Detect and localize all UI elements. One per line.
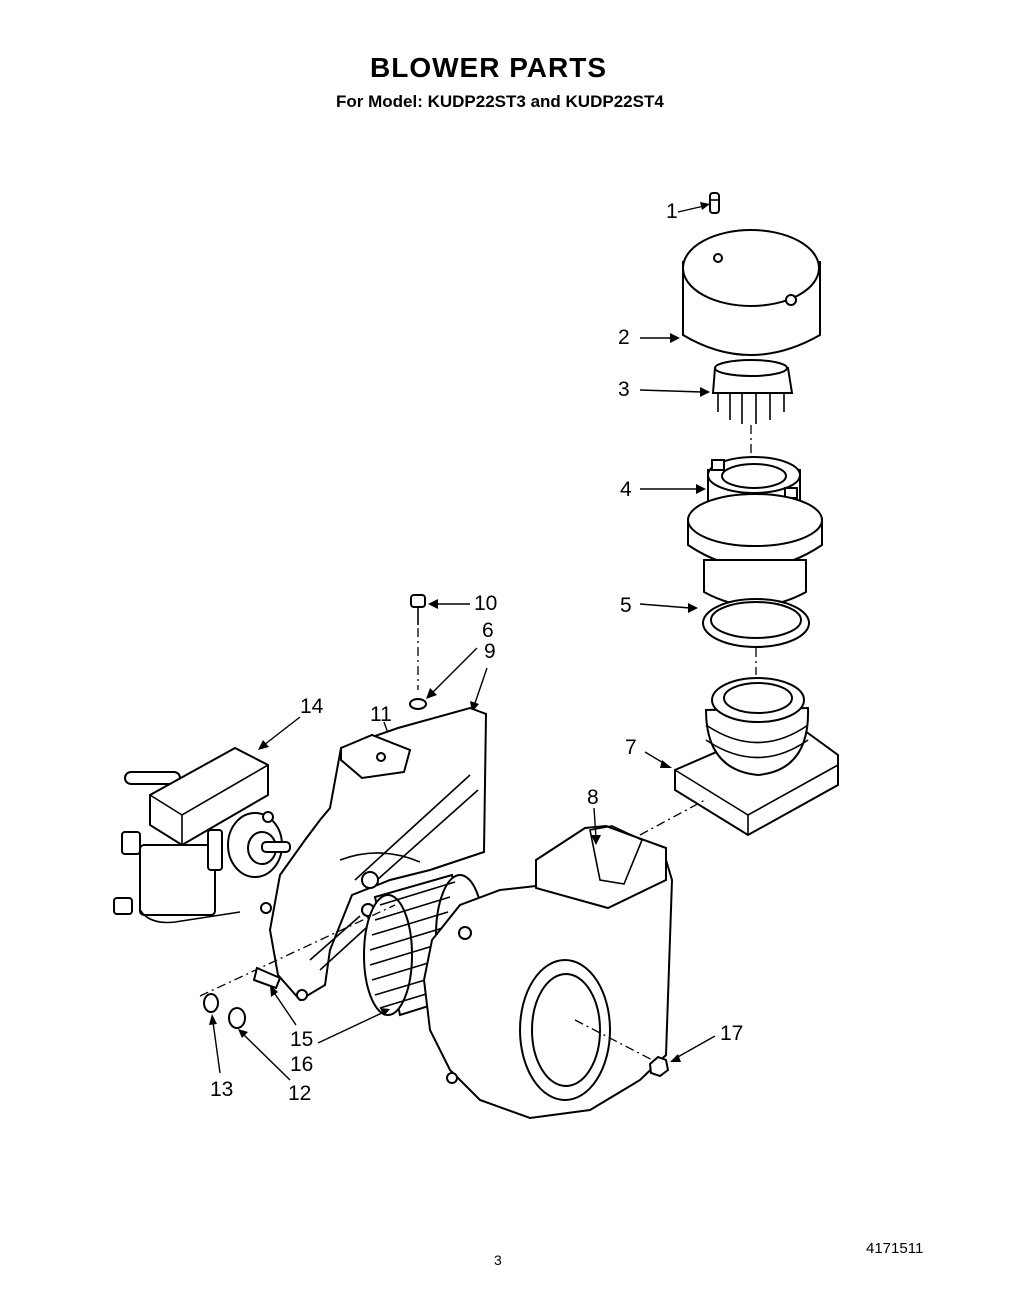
callout-2: 2 xyxy=(618,326,630,349)
motor-cap-part-2 xyxy=(682,229,821,356)
callout-6: 6 xyxy=(482,619,494,642)
callout-10: 10 xyxy=(474,592,498,615)
callout-16: 16 xyxy=(290,1053,314,1076)
model-subtitle: For Model: KUDP22ST3 and KUDP22ST4 xyxy=(336,92,664,111)
mount-base-part-7 xyxy=(674,677,839,837)
callout-17: 17 xyxy=(720,1022,744,1045)
blower-back-plate xyxy=(268,706,488,1002)
nut-part-17 xyxy=(648,1055,670,1078)
motor-part-3 xyxy=(711,359,794,424)
callout-7: 7 xyxy=(625,736,637,759)
callout-12: 12 xyxy=(288,1082,312,1105)
washer-part-13 xyxy=(203,993,219,1013)
callout-13: 13 xyxy=(210,1078,234,1101)
actuator-part-14 xyxy=(113,746,291,924)
blower-housing-part-8 xyxy=(422,824,674,1120)
page-title: BLOWER PARTS xyxy=(370,52,608,83)
nut-part-12 xyxy=(228,1007,246,1029)
callout-11: 11 xyxy=(370,703,392,726)
screw-part-1 xyxy=(709,192,720,214)
callout-1: 1 xyxy=(666,200,678,223)
callout-15: 15 xyxy=(290,1028,314,1051)
document-id: 4171511 xyxy=(866,1240,924,1257)
screw-part-15 xyxy=(252,966,308,1001)
washer-part-6 xyxy=(409,698,427,710)
screw-part-10 xyxy=(410,594,426,625)
callout-4: 4 xyxy=(620,478,632,501)
housing-part-4 xyxy=(687,456,823,607)
callout-14: 14 xyxy=(300,695,324,718)
callout-3: 3 xyxy=(618,378,630,401)
gasket-part-5 xyxy=(702,598,810,648)
callout-8: 8 xyxy=(587,786,599,809)
callout-9: 9 xyxy=(484,640,496,663)
callout-5: 5 xyxy=(620,594,632,617)
page-number: 3 xyxy=(494,1252,502,1268)
